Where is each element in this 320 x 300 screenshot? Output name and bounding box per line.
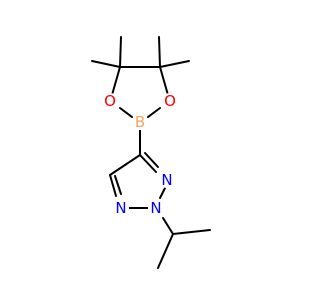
bond-n1-c5t-double [114,175,122,195]
bond-c5-methyl-right [158,36,161,68]
bond-ch-methyl-left [157,233,174,269]
atom-n1-label: N [115,199,126,217]
atom-o1-label: O [104,92,116,110]
bond-n3-n2 [159,187,166,199]
atom-o2-label: O [164,92,176,110]
bond-ch-methyl-right [172,229,211,235]
bond-c4-methyl-left [119,36,122,68]
atom-n2: N [148,199,164,217]
bond-c5t-c4t [109,154,141,176]
bond-c4-methyl-left2 [91,60,121,68]
atom-n2-label: N [150,199,161,217]
bond-o1-b [119,107,133,118]
atom-n3: N [159,171,175,189]
bond-c4-o1 [111,66,121,96]
bond-n2-ch [162,217,174,235]
molecule-structure: O O B N N N [91,36,211,269]
atom-n3-label: N [161,171,172,189]
structure-canvas: O O B N N N [91,36,211,269]
atom-o1: O [102,92,118,110]
atom-n1: N [113,199,129,217]
atom-b: B [132,113,148,131]
bond-c5-methyl-right2 [159,60,190,68]
bond-c4t-n3-double [144,152,159,168]
bond-c4t-n3 [139,154,157,173]
bond-n1-c5t [109,174,117,197]
atom-b-label: B [135,113,145,131]
bond-c5-o2 [159,66,169,96]
bond-o2-b [147,107,161,118]
atom-o2: O [162,92,178,110]
